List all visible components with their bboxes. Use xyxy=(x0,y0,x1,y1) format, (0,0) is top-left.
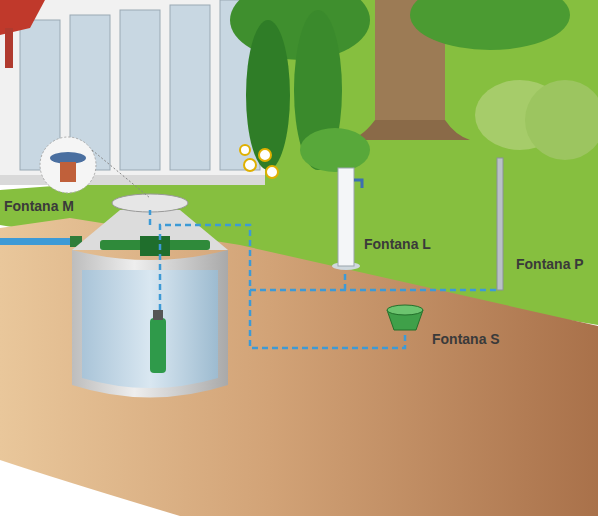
tank-path xyxy=(72,250,228,398)
fountain-m-callout-line xyxy=(92,150,150,198)
inlet-pipe xyxy=(0,236,82,247)
pump xyxy=(150,310,166,373)
house-facade-rect xyxy=(120,10,160,170)
tree-path xyxy=(345,120,470,140)
tree-ellipse xyxy=(246,20,290,170)
fountain-m-callout-circle xyxy=(40,137,96,193)
flowers-circle xyxy=(240,145,250,155)
house-facade-rect xyxy=(0,0,265,185)
tank-ellipse xyxy=(112,194,188,212)
supply-lines-polyline xyxy=(250,285,500,290)
tree-ellipse xyxy=(300,128,370,172)
tree-ellipse xyxy=(410,0,570,50)
soil-section-path xyxy=(0,218,598,516)
fountain-l-path xyxy=(354,180,362,188)
house-facade-rect xyxy=(5,28,13,68)
part-label: Fontana S xyxy=(432,331,500,347)
supply-lines xyxy=(150,210,500,348)
part-label: Fontana L xyxy=(364,236,431,252)
fountain-l xyxy=(332,168,362,270)
flowers-circle xyxy=(259,149,271,161)
tank-path xyxy=(82,270,218,388)
tree xyxy=(230,0,598,172)
supply-lines-polyline xyxy=(149,210,152,225)
fountain-m-callout-rect xyxy=(60,162,76,182)
fountain-m-callout xyxy=(40,137,150,198)
fountain-s-ellipse xyxy=(387,305,423,315)
inlet-pipe-rect xyxy=(0,238,80,245)
flowers-circle xyxy=(266,166,278,178)
fountain-p-rect xyxy=(497,158,503,290)
tree-ellipse xyxy=(525,80,598,160)
pump-rect xyxy=(153,310,163,320)
fountain-l-rect xyxy=(338,168,354,266)
part-label: Fontana P xyxy=(516,256,584,272)
flowers-circle xyxy=(244,159,256,171)
fountain-p xyxy=(497,158,503,290)
house-facade xyxy=(0,0,265,185)
soil-section xyxy=(0,218,598,516)
pump-rect xyxy=(150,318,166,373)
tank-rect xyxy=(140,236,170,256)
house-facade-rect xyxy=(170,5,210,170)
fountain-s xyxy=(387,305,423,330)
flowers xyxy=(240,145,278,178)
tank xyxy=(72,194,228,398)
supply-lines-polyline xyxy=(344,268,347,290)
part-label: Fontana M xyxy=(4,198,74,214)
